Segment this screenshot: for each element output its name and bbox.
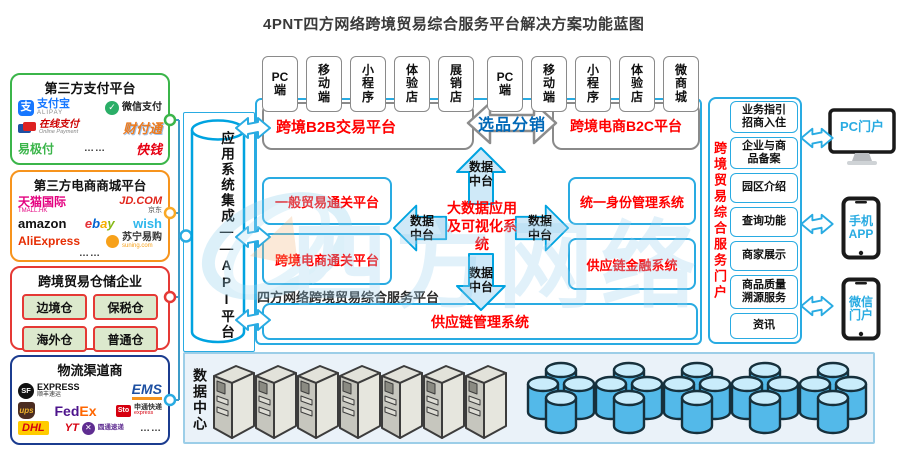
portal-item: 商品质量 溯源服务 <box>730 275 798 309</box>
selection-arrow-label: 选品分销 <box>477 117 546 134</box>
b2c-platform-label: 跨境电商B2C平台 <box>569 118 682 134</box>
ellipsis: …… <box>139 422 162 434</box>
mobile-app-label: 手机 APP <box>848 213 874 241</box>
panel-title: 物流渠道商 <box>57 363 123 378</box>
channel-tab: 小 程 序 <box>350 56 386 112</box>
sto-icon: Sto <box>115 404 131 417</box>
general-customs-box: 一般贸易通关平台 <box>262 177 392 225</box>
wechat-portal-label: 微信 门户 <box>848 294 873 322</box>
b2b-platform-label: 跨境B2B交易平台 <box>276 118 397 136</box>
pc-portal-label: PC门户 <box>839 118 885 134</box>
sf-icon: SF <box>18 382 34 399</box>
wechatpay-logo: ✓ 微信支付 <box>105 100 162 115</box>
data-hub-label-left: 数据 中台 <box>409 214 434 243</box>
data-hub-label-top: 数据 中台 <box>468 160 493 189</box>
page-title: 4PNT四方网络跨境贸易综合服务平台解决方案功能蓝图 <box>263 16 645 33</box>
panel-title: 第三方电商商城平台 <box>33 179 147 193</box>
yto-logo: YT ✕ 圆通速递 <box>64 421 124 435</box>
mobile-app-phone-icon <box>841 196 881 260</box>
portal-item: 企业与商 品备案 <box>730 137 798 169</box>
api-cylinder-icon <box>190 119 246 344</box>
identity-system-box: 统一身份管理系统 <box>568 177 696 225</box>
portal-item: 资讯 <box>730 313 798 339</box>
warehouse-cell: 普通仓 <box>93 326 158 352</box>
tenpay-logo: 财付通 <box>122 121 162 136</box>
bigdata-system-label: 大数据应用及可视化系统 <box>447 199 517 253</box>
aliexpress-logo: AliExpress <box>18 234 81 248</box>
data-hub-arrow-left-icon <box>392 204 448 252</box>
ecom-customs-box: 跨境电商通关平台 <box>262 233 392 285</box>
ebay-logo: ebay <box>84 216 115 231</box>
warehouse-cell: 保税仓 <box>93 294 158 320</box>
ems-logo: EMS <box>131 381 162 400</box>
channel-tab: 微 商 城 <box>663 56 699 112</box>
ellipsis: …… <box>84 143 106 154</box>
link-arrow-icon <box>235 226 271 248</box>
ups-logo: ups <box>18 402 35 419</box>
99bill-logo: 快钱 <box>135 142 162 157</box>
portal-item: 业务指引 招商入住 <box>730 101 798 133</box>
fedex-logo: FedEx <box>54 402 97 419</box>
data-center-label: 数据中心 <box>192 368 208 432</box>
data-hub-label-right: 数据 中台 <box>527 214 552 243</box>
data-hub-label-bottom: 数据 中台 <box>468 266 493 295</box>
scf-system-box: 供应链金融系统 <box>568 238 696 290</box>
portal-title: 跨境贸易综合服务门户 <box>712 141 727 301</box>
platform-name-label: 四方网络跨境贸易综合服务平台 <box>257 290 440 305</box>
wechat-portal-phone-icon <box>841 277 881 341</box>
link-arrow-icon <box>800 127 834 149</box>
yto-circle-icon: ✕ <box>81 421 95 435</box>
channel-tab: PC 端 <box>487 56 523 112</box>
channel-tab: 体 验 店 <box>619 56 655 112</box>
data-hub-arrow-right-icon <box>514 204 570 252</box>
alipay-icon: 支 <box>18 99 34 116</box>
portal-item: 园区介绍 <box>730 173 798 203</box>
link-arrow-icon <box>235 309 271 331</box>
portal-item: 查询功能 <box>730 207 798 237</box>
channel-tab: 移 动 端 <box>306 56 342 112</box>
ellipsis: …… <box>79 248 101 259</box>
amazon-logo: amazon <box>18 216 67 231</box>
channel-tab: 移 动 端 <box>531 56 567 112</box>
warehouse-cell: 边境仓 <box>22 294 87 320</box>
link-arrow-icon <box>800 295 834 317</box>
bank-card-icon <box>18 121 36 134</box>
channel-tab: 小 程 序 <box>575 56 611 112</box>
wechat-check-icon: ✓ <box>105 100 119 115</box>
suning-lion-icon <box>106 234 119 248</box>
data-hub-arrow-down-icon <box>456 253 506 311</box>
yijifu-logo: 易极付 <box>18 142 55 156</box>
api-platform-label: 应用系统集成——API平台 <box>219 130 234 340</box>
channel-tab: 展 销 店 <box>438 56 474 112</box>
panel-title: 第三方支付平台 <box>44 81 136 96</box>
channel-tab: PC 端 <box>262 56 298 112</box>
dhl-logo: DHL <box>18 421 49 435</box>
panel-title: 跨境贸易仓储企业 <box>37 274 142 289</box>
link-arrow-icon <box>800 213 834 235</box>
warehouse-cell: 海外仓 <box>22 326 87 352</box>
portal-item: 商家展示 <box>730 241 798 271</box>
pc-monitor-icon <box>828 108 896 165</box>
data-hub-arrow-up-icon <box>456 147 506 205</box>
link-arrow-icon <box>235 117 271 139</box>
wish-logo: wish <box>133 216 162 231</box>
channel-tab: 体 验 店 <box>394 56 430 112</box>
